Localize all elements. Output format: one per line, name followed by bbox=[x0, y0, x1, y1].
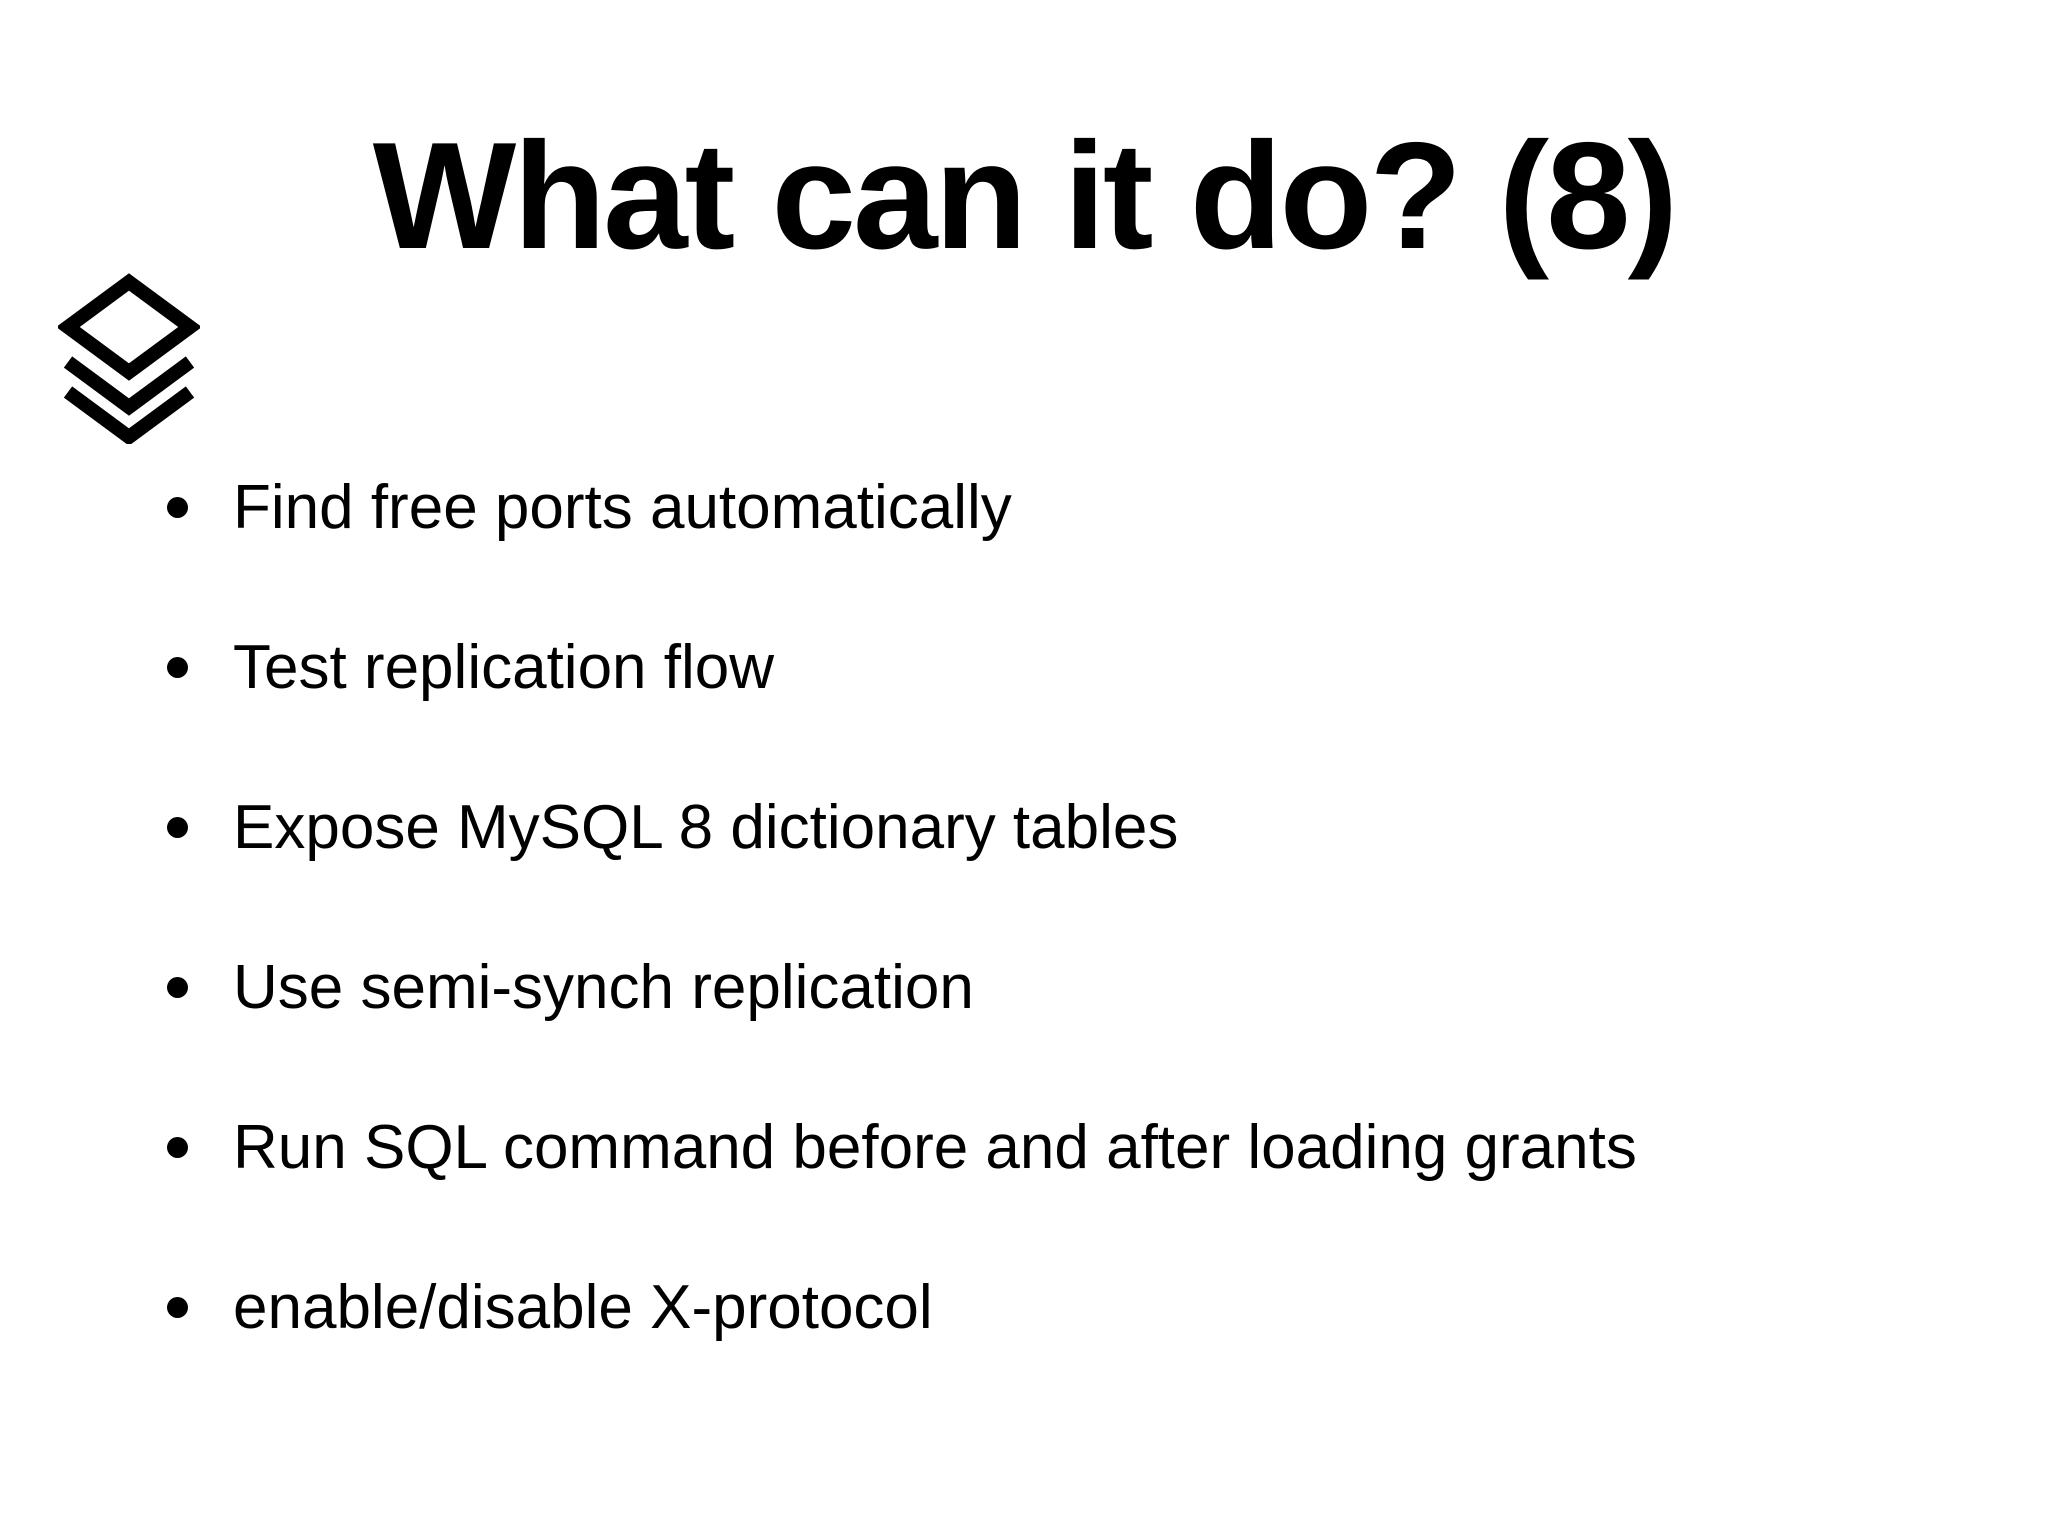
layers-icon bbox=[58, 273, 200, 444]
list-item: Use semi-synch replication bbox=[167, 952, 1637, 1024]
bullet-text: Test replication flow bbox=[233, 633, 775, 702]
bullet-dot bbox=[167, 497, 188, 518]
bullet-text: Run SQL command before and after loading… bbox=[233, 1113, 1637, 1182]
page-title: What can it do? (8) bbox=[372, 111, 1678, 281]
bullet-dot bbox=[167, 657, 188, 678]
list-item: Expose MySQL 8 dictionary tables bbox=[167, 792, 1637, 864]
list-item: Run SQL command before and after loading… bbox=[167, 1112, 1637, 1184]
list-item: Test replication flow bbox=[167, 632, 1637, 704]
bullet-text: enable/disable X-protocol bbox=[233, 1273, 933, 1342]
bullet-text: Find free ports automatically bbox=[233, 473, 1012, 542]
list-item: Find free ports automatically bbox=[167, 472, 1637, 544]
bullet-dot bbox=[167, 1297, 188, 1318]
bullet-text: Expose MySQL 8 dictionary tables bbox=[233, 793, 1179, 862]
bullet-list: Find free ports automatically Test repli… bbox=[167, 472, 1637, 1432]
list-item: enable/disable X-protocol bbox=[167, 1272, 1637, 1344]
bullet-dot bbox=[167, 1137, 188, 1158]
bullet-text: Use semi-synch replication bbox=[233, 953, 974, 1022]
bullet-dot bbox=[167, 977, 188, 998]
bullet-dot bbox=[167, 817, 188, 838]
